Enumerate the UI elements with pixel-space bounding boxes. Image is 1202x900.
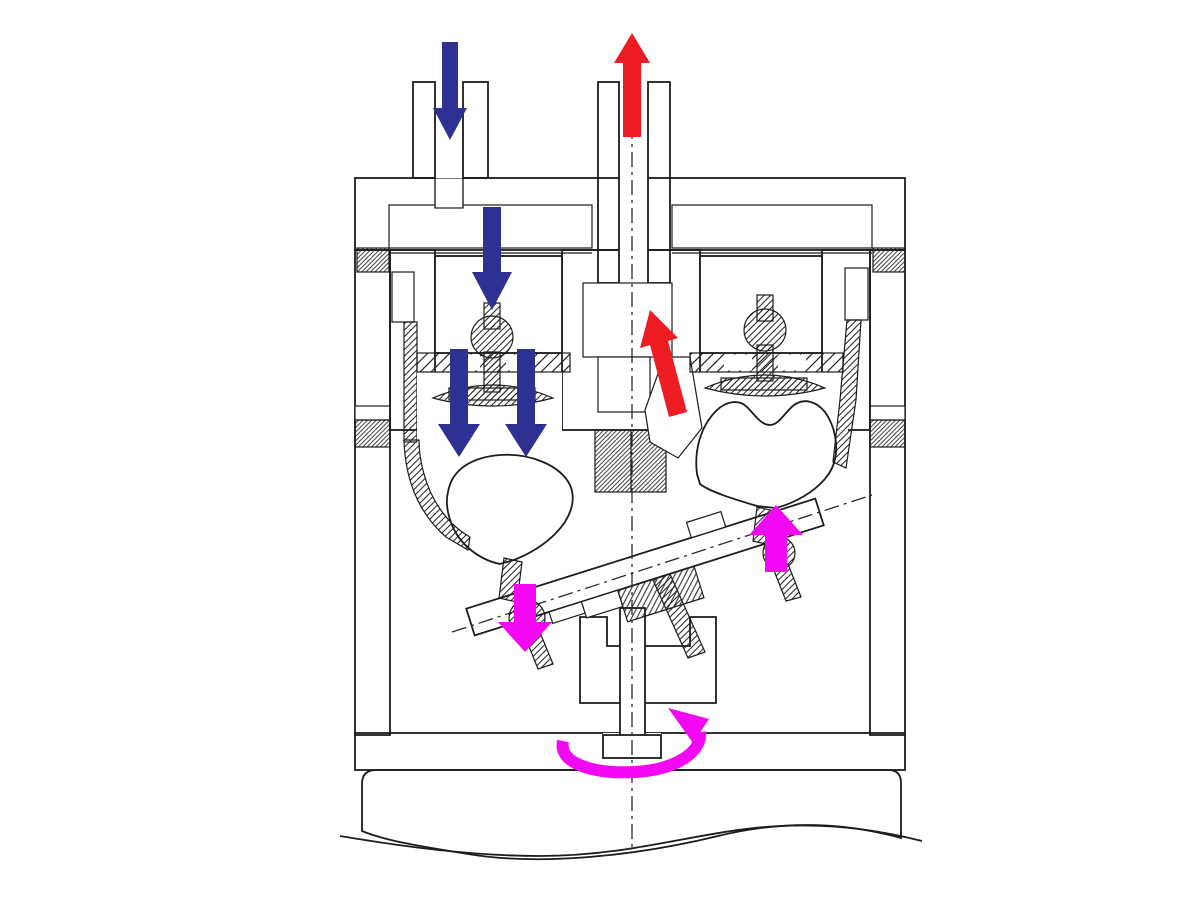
outlet-pipe-right-wall xyxy=(647,81,671,284)
shaft-rotation-arrow-head xyxy=(668,708,709,743)
intake-arrow-into-valve xyxy=(472,207,512,310)
piston-up-arrow xyxy=(749,505,803,572)
right-valve-assembly xyxy=(703,294,827,397)
intake-arrow-past-valve-right xyxy=(505,349,547,457)
wobble-axis-centerline xyxy=(451,494,873,633)
right-plenum-chamber xyxy=(671,204,873,249)
plate-hub-boss xyxy=(616,565,705,623)
right-piston-body xyxy=(695,400,838,509)
cover-gasket-right xyxy=(872,247,906,273)
inlet-pipe-left-wall xyxy=(412,81,436,179)
right-piston-skirt xyxy=(832,319,862,469)
outlet-pipe-left-wall xyxy=(597,81,620,284)
annotation-arrows xyxy=(433,33,803,779)
machine-base xyxy=(339,769,923,861)
inlet-pipe-right-wall xyxy=(462,81,489,179)
left-piston-body xyxy=(445,453,574,565)
plate-step-3 xyxy=(685,510,727,539)
discharge-lower-slot xyxy=(597,356,651,413)
left-wall xyxy=(354,249,391,736)
left-piston-assembly xyxy=(403,439,574,670)
wobble-plate-assembly xyxy=(465,497,825,637)
centerlines xyxy=(451,40,873,852)
left-wall-gasket xyxy=(354,419,391,448)
intake-arrow-inlet xyxy=(433,42,467,140)
inlet-duct-opening xyxy=(434,177,464,209)
piston-down-arrow xyxy=(498,584,552,652)
right-valve-dish xyxy=(703,374,827,397)
discharge-arrow-chamber xyxy=(640,310,687,417)
right-wall-joint xyxy=(869,405,906,421)
cover-gasket-left xyxy=(356,247,390,273)
left-sleeve-slot xyxy=(391,271,415,323)
discharge-arrow-outlet xyxy=(614,33,650,137)
right-wall xyxy=(869,249,906,736)
left-wall-joint xyxy=(354,405,391,421)
left-cylinder-sleeve xyxy=(403,321,418,443)
right-seat-port-1 xyxy=(724,354,752,371)
intake-arrow-past-valve-left xyxy=(438,349,480,457)
right-seat-port-2 xyxy=(778,354,806,371)
right-sleeve-slot xyxy=(844,267,869,321)
right-wall-gasket xyxy=(869,419,906,448)
shaft-rotation-arrow-arc xyxy=(556,731,707,779)
break-line-wave xyxy=(339,824,923,857)
left-piston-skirt xyxy=(403,439,471,551)
